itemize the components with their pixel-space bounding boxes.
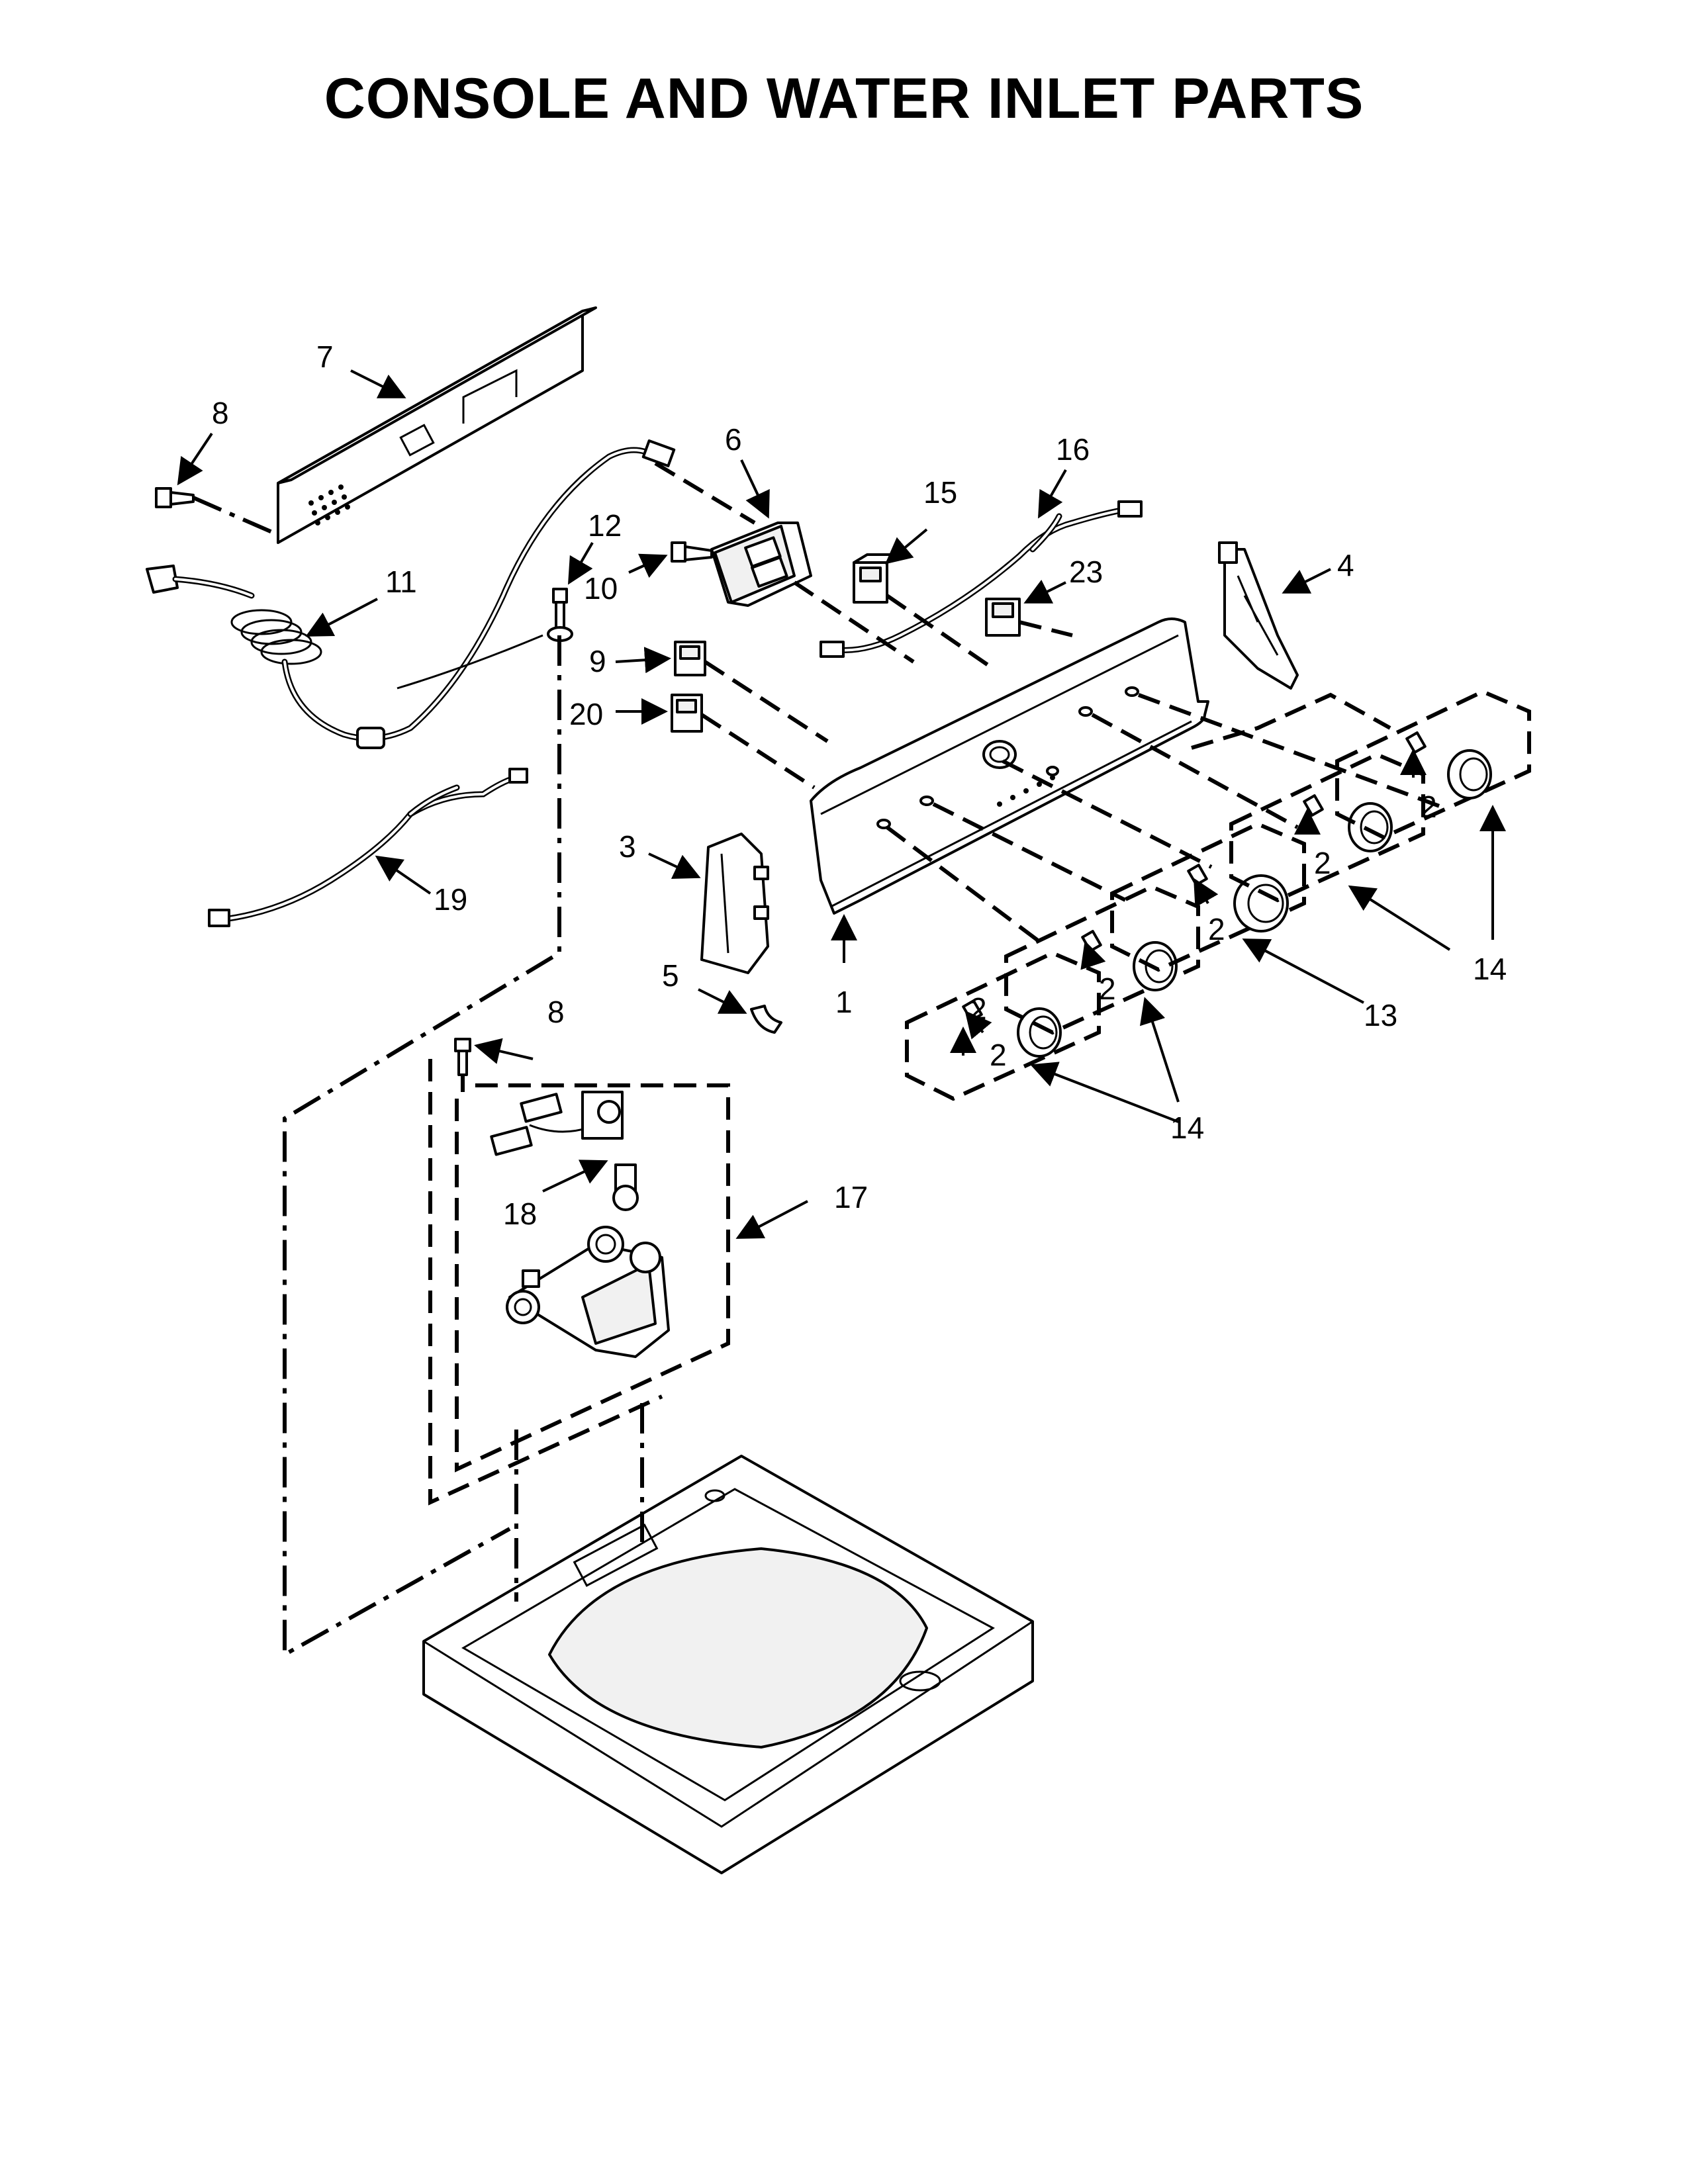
callout-5: 5 <box>662 958 679 993</box>
part-5-clip <box>750 1005 782 1034</box>
part-11-power-cord <box>146 439 676 749</box>
part-19-wire-harness <box>208 768 528 927</box>
part-8-screw-lower <box>454 1038 471 1076</box>
part-3-side-bracket <box>700 833 769 974</box>
callout-2-b: 2 <box>1099 972 1116 1006</box>
callout-2-a: 2 <box>990 1038 1007 1072</box>
callout-14-lower: 14 <box>1170 1111 1204 1145</box>
assembly-lines-lower <box>283 635 644 1659</box>
callout-20: 20 <box>569 697 603 731</box>
knob-group-3 <box>1110 821 1306 972</box>
callout-11: 11 <box>385 565 417 599</box>
part-18-valve-assembly <box>490 1091 639 1211</box>
callout-8-lower: 8 <box>547 995 565 1029</box>
part-20-switch <box>671 694 703 733</box>
callout-17: 17 <box>834 1180 868 1214</box>
callout-10: 10 <box>584 571 618 606</box>
part-10-screw <box>671 541 713 563</box>
callout-15: 15 <box>923 475 957 510</box>
callout-18: 18 <box>503 1197 537 1231</box>
callout-2-f: 2 <box>970 991 987 1026</box>
leader-arrows <box>177 369 1506 1239</box>
part-17-water-inlet-assembly-box <box>428 1059 730 1506</box>
callout-1: 1 <box>835 985 853 1019</box>
callout-12: 12 <box>588 508 622 543</box>
callout-labels: 7 8 11 12 10 6 15 16 23 4 9 20 3 5 1 19 … <box>212 340 1507 1231</box>
callout-7: 7 <box>316 340 334 374</box>
assembly-lines-console <box>700 580 1444 948</box>
part-6-control-board <box>654 461 812 607</box>
callout-13: 13 <box>1364 998 1397 1032</box>
callout-23: 23 <box>1069 555 1103 589</box>
part-7-console-bracket <box>277 306 597 544</box>
callout-19: 19 <box>434 882 467 917</box>
part-23-switch <box>985 598 1021 637</box>
callout-2-e: 2 <box>1420 790 1437 824</box>
callout-4: 4 <box>1337 548 1354 582</box>
part-8-screw-top <box>155 487 279 537</box>
callout-3: 3 <box>619 829 636 864</box>
part-16-wire-harness <box>820 500 1143 658</box>
callout-16: 16 <box>1056 432 1090 467</box>
callout-2-c: 2 <box>1208 912 1225 946</box>
part-17-water-inlet-valve <box>506 1226 670 1358</box>
part-4-end-cap <box>1218 541 1299 690</box>
cabinet-top <box>422 1455 1034 1874</box>
part-12-screw-washer <box>547 588 573 642</box>
part-15-switch <box>853 553 902 604</box>
callout-14-right: 14 <box>1473 952 1507 986</box>
part-9-switch <box>674 641 706 676</box>
callout-8-top: 8 <box>212 396 229 430</box>
knob-group-5 <box>1335 689 1531 840</box>
callout-9: 9 <box>589 644 606 678</box>
page-title: CONSOLE AND WATER INLET PARTS <box>324 67 1364 130</box>
callout-6: 6 <box>725 422 742 457</box>
callout-2-d: 2 <box>1314 846 1331 880</box>
